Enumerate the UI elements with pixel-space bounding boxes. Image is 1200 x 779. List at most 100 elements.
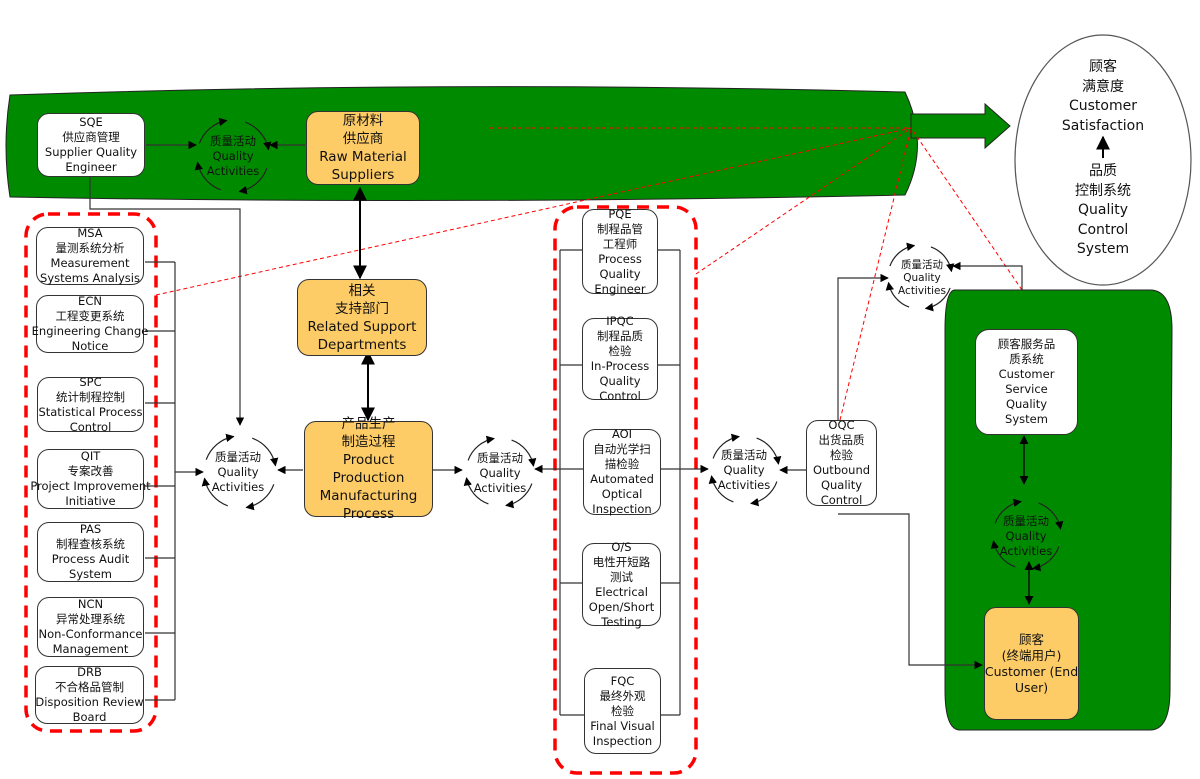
qcs-cn-2: 控制系统 (1075, 182, 1131, 199)
os-en-1: Electrical (595, 584, 648, 599)
ncn-code: NCN (77, 597, 104, 611)
ecn-box[interactable]: ECN 工程变更系统 Engineering Change Notice (32, 294, 148, 353)
relation-lines (155, 127, 1023, 421)
fqc-code: FQC (610, 673, 635, 688)
quality-activities-feedback: 质量活动 Quality Activities (887, 248, 957, 308)
ncn-en-2: Management (52, 642, 129, 656)
cycle-arrow-icon (201, 477, 228, 507)
qa-cn: 质量活动 (210, 133, 256, 148)
qa-en-1: Quality (723, 462, 765, 477)
drb-cn: 不合格品管制 (55, 680, 124, 694)
quality-activities-production: 质量活动 Quality Activities (203, 442, 273, 502)
service-en-3: Quality (1005, 397, 1048, 411)
cycle-arrow-icon (511, 439, 537, 467)
customer-end-user-box[interactable]: 顾客 (终端用户) Customer (End User) (984, 607, 1079, 720)
os-box[interactable]: O/S 电性开短路 测试 Electrical Open/Short Testi… (582, 540, 661, 629)
oqc-en-3: Control (820, 493, 863, 507)
oqc-code: OQC (828, 418, 855, 432)
support-line-3: Related Support (307, 318, 417, 335)
pas-code: PAS (79, 522, 102, 536)
qa-cn: 质量活动 (477, 450, 523, 465)
fqc-cn-1: 最终外观 (599, 688, 646, 703)
raw-line-4: Suppliers (331, 167, 395, 183)
qa-en-1: Quality (217, 464, 259, 479)
ipqc-box[interactable]: IPQC 制程品质 检验 In-Process Quality Control (582, 314, 658, 403)
ipqc-en-3: Control (599, 389, 641, 403)
ipqc-cn-1: 制程品质 (597, 329, 643, 343)
spc-code: SPC (79, 374, 102, 389)
aoi-box[interactable]: AOI 自动光学扫 描检验 Automated Optical Inspecti… (583, 427, 661, 516)
qit-box[interactable]: QIT 专案改善 Project Improvement Initiative (30, 449, 151, 509)
cycle-arrow-icon (990, 540, 1016, 568)
drb-en-2: Board (72, 710, 107, 724)
drb-box[interactable]: DRB 不合格品管制 Disposition Review Board (35, 665, 144, 724)
connector-lines (89, 140, 1023, 716)
pqe-cn-1: 制程品管 (597, 221, 643, 236)
sqe-line-4: Engineer (65, 160, 117, 174)
qa-en-1: Quality (479, 465, 521, 480)
service-cn-2: 质系统 (1009, 352, 1044, 366)
quality-control-system-label: 品质 控制系统 Quality Control System (1043, 162, 1163, 260)
cycle-arrow-icon (467, 435, 495, 461)
customer-service-box[interactable]: 顾客服务品 质系统 Customer Service Quality Syste… (975, 329, 1078, 435)
qa-cn: 质量活动 (901, 258, 943, 271)
production-line-2: 制造过程 (341, 434, 396, 450)
satisfaction-cn-2: 满意度 (1082, 78, 1124, 95)
qa-en-2: Activities (473, 480, 527, 495)
quality-activities-outbound: 质量活动 Quality Activities (709, 440, 779, 500)
support-line-1: 相关 (348, 282, 376, 299)
support-line-2: 支持部门 (335, 300, 389, 317)
oqc-en-2: Quality (820, 478, 863, 492)
cycle-arrow-icon (194, 161, 221, 191)
msa-box[interactable]: MSA 量测系统分析 Measurement Systems Analysis (36, 226, 144, 285)
fqc-box[interactable]: FQC 最终外观 检验 Final Visual Inspection (584, 668, 661, 754)
fqc-en-2: Inspection (592, 733, 653, 748)
service-en-4: System (1005, 412, 1048, 426)
qcs-en-1: Quality (1077, 202, 1129, 218)
os-en-2: Open/Short (588, 599, 655, 614)
qit-code: QIT (80, 449, 101, 463)
support-departments-box[interactable]: 相关 支持部门 Related Support Departments (297, 279, 427, 356)
qa-en-1: Quality (1005, 528, 1047, 543)
qa-en-1: Quality (903, 271, 941, 284)
production-line-1: 产品生产 (341, 416, 396, 432)
cycle-arrow-icon (924, 287, 951, 312)
qa-en-2: Activities (898, 284, 946, 297)
qa-en-2: Activities (999, 543, 1053, 558)
cycle-arrow-icon (463, 477, 489, 505)
spc-en-1: Statistical Process (38, 404, 143, 419)
spc-box[interactable]: SPC 统计制程控制 Statistical Process Control (37, 374, 144, 434)
pqe-en-3: Engineer (594, 281, 646, 296)
cycle-arrow-icon (198, 117, 228, 144)
qcs-en-2: Control (1077, 221, 1129, 238)
satisfaction-en-1: Customer (1068, 98, 1137, 114)
production-line-4: Production (332, 470, 405, 486)
supplier-band (5, 86, 918, 202)
production-line-6: Process (342, 506, 395, 522)
customer-band-arrows (1019, 435, 1034, 605)
os-en-3: Testing (601, 614, 642, 629)
pqe-cn-2: 工程师 (602, 236, 638, 251)
pas-box[interactable]: PAS 制程查核系统 Process Audit System (37, 522, 144, 582)
raw-material-box[interactable]: 原材料 供应商 Raw Material Suppliers (306, 111, 420, 185)
qcs-en-3: System (1076, 241, 1130, 257)
qa-en-2: Activities (211, 479, 265, 494)
cycle-arrow-icon (756, 437, 782, 465)
pqe-box[interactable]: PQE 制程品管 工程师 Process Quality Engineer (582, 206, 658, 296)
cycle-arrow-icon (712, 433, 740, 459)
middle-group-border (553, 205, 698, 775)
sqe-line-1: SQE (79, 115, 103, 129)
raw-line-1: 原材料 (342, 113, 384, 129)
cycle-arrow-icon (994, 498, 1022, 524)
sqe-box[interactable]: SQE 供应商管理 Supplier Quality Engineer (37, 113, 145, 177)
qa-en-1: Quality (212, 148, 254, 163)
qa-cn: 质量活动 (1003, 513, 1049, 528)
fqc-en-1: Final Visual (590, 718, 655, 733)
service-en-1: Customer (998, 367, 1055, 381)
qa-en-2: Activities (717, 477, 771, 492)
ncn-box[interactable]: NCN 异常处理系统 Non-Conformance Management (37, 597, 144, 657)
pas-en-2: System (69, 567, 112, 581)
oqc-box[interactable]: OQC 出货品质 检验 Outbound Quality Control (806, 418, 877, 507)
pqe-code: PQE (608, 206, 632, 221)
production-process-box[interactable]: 产品生产 制造过程 Product Production Manufacturi… (304, 416, 433, 522)
